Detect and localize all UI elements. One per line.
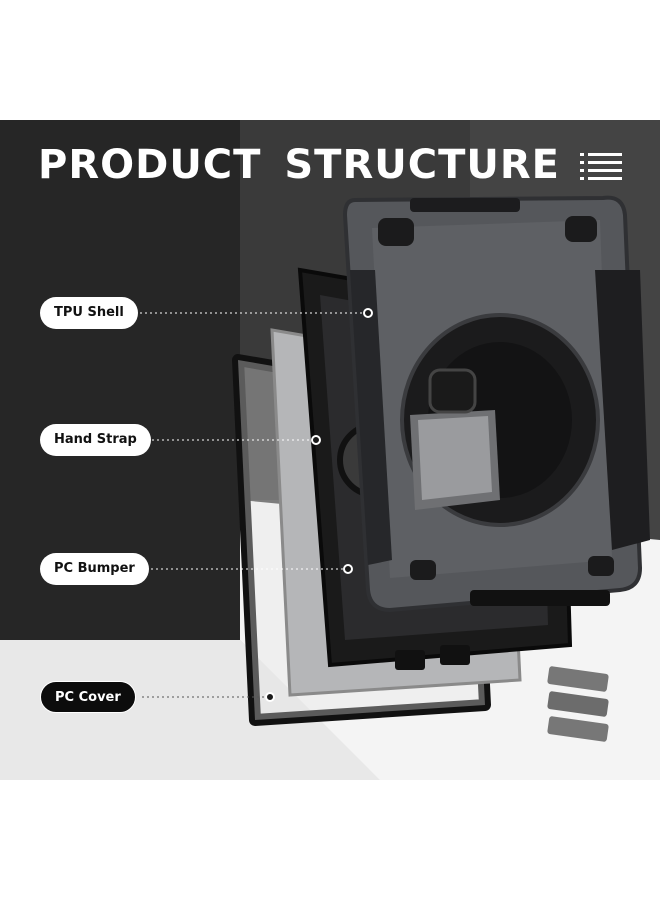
label-pc-bumper: PC Bumper	[40, 553, 149, 585]
background-floor-left	[0, 640, 380, 780]
anchor-tpu-shell	[363, 308, 373, 318]
label-tpu-shell: TPU Shell	[40, 297, 138, 329]
anchor-hand-strap	[311, 435, 321, 445]
label-pc-cover: PC Cover	[40, 681, 136, 713]
label-hand-strap: Hand Strap	[40, 424, 151, 456]
anchor-pc-cover	[265, 692, 275, 702]
screws	[547, 666, 609, 742]
list-lines-icon	[580, 153, 622, 180]
page-title: PRODUCT STRUCTURE	[38, 142, 560, 188]
hand-strap-band	[410, 368, 500, 510]
anchor-pc-bumper	[343, 564, 353, 574]
